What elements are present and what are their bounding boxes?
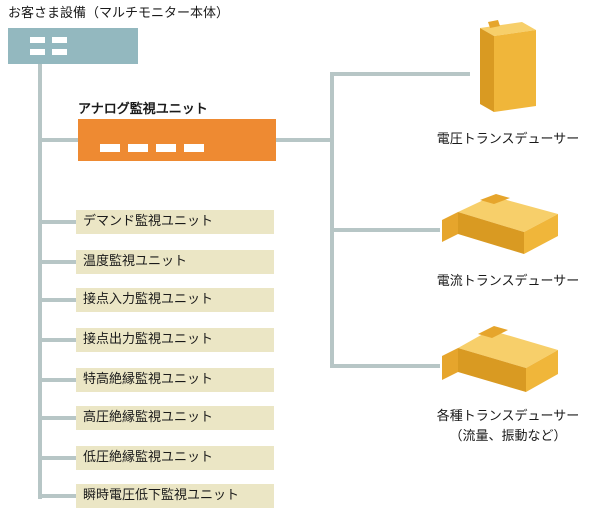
voltage-transducer-label: 電圧トランスデューサー: [436, 132, 580, 147]
analog-unit-label: アナログ監視ユニット: [78, 102, 208, 117]
connector-analog: [38, 138, 78, 142]
unit-extra-high-insulation: 特高絶縁監視ユニット: [76, 368, 274, 392]
connector-unit-4: [38, 338, 76, 342]
connector-analog-to-bus: [276, 138, 334, 142]
unit-low-insulation: 低圧絶縁監視ユニット: [76, 446, 274, 470]
unit-voltage-dip: 瞬時電圧低下監視ユニット: [76, 484, 274, 508]
analog-unit-device: [78, 119, 276, 161]
connector-transducer-3: [330, 364, 440, 368]
connector-main-vertical: [38, 64, 42, 499]
connector-transducer-2: [330, 228, 440, 232]
connector-unit-2: [38, 260, 76, 264]
unit-demand: デマンド監視ユニット: [76, 210, 274, 234]
analog-slot: [100, 144, 120, 152]
current-transducer-label: 電流トランスデューサー: [436, 274, 580, 289]
connector-unit-7: [38, 456, 76, 460]
connector-transducer-bus: [330, 72, 334, 368]
unit-contact-output: 接点出力監視ユニット: [76, 328, 274, 352]
unit-high-insulation: 高圧絶縁監視ユニット: [76, 406, 274, 430]
unit-temperature: 温度監視ユニット: [76, 250, 274, 274]
monitor-slot: [30, 37, 45, 43]
monitor-slot: [30, 49, 45, 55]
current-transducer-icon: [442, 194, 558, 254]
analog-slot: [184, 144, 204, 152]
analog-slot: [128, 144, 148, 152]
monitor-slot: [52, 37, 67, 43]
various-transducer-sublabel: （流量、振動など）: [449, 429, 567, 444]
various-transducer-icon: [442, 326, 558, 392]
connector-unit-8: [38, 494, 76, 498]
unit-contact-input: 接点入力監視ユニット: [76, 288, 274, 312]
diagram-title: お客さま設備（マルチモニター本体）: [8, 6, 230, 21]
multi-monitor-device: [8, 28, 138, 64]
connector-unit-6: [38, 416, 76, 420]
connector-unit-1: [38, 220, 76, 224]
connector-unit-3: [38, 298, 76, 302]
analog-slot: [156, 144, 176, 152]
voltage-transducer-icon: [480, 20, 536, 112]
various-transducer-label: 各種トランスデューサー: [436, 409, 580, 424]
connector-transducer-1: [330, 72, 470, 76]
monitor-slot: [52, 49, 67, 55]
connector-unit-5: [38, 378, 76, 382]
